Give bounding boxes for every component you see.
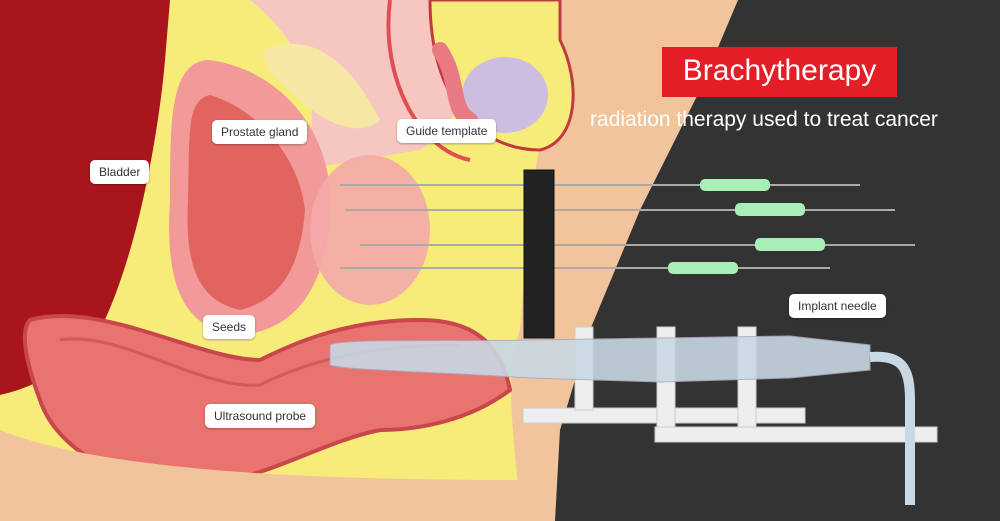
prostate-gland [310,155,430,305]
pelvic-bone [0,0,170,395]
fat-pad [264,43,380,129]
label-ultrasound-probe: Ultrasound probe [205,404,316,428]
pubic-line [386,0,471,162]
label-bladder: Bladder [90,160,150,184]
subtitle: radiation therapy used to treat cancer [590,108,938,131]
probe-stand [522,326,938,443]
buttock [0,430,530,521]
title-banner: Brachytherapy [662,47,897,97]
probe-cable [869,351,915,505]
needle-hubs [668,179,825,274]
ultrasound-probe [329,335,871,383]
label-prostate-gland: Prostate gland [212,120,308,144]
bladder-inner [187,95,305,310]
label-implant-needle: Implant needle [789,294,886,318]
guide-template [523,169,555,339]
label-seeds: Seeds [203,315,256,339]
label-guide-template: Guide template [397,119,497,143]
vas-deferens [432,42,478,128]
